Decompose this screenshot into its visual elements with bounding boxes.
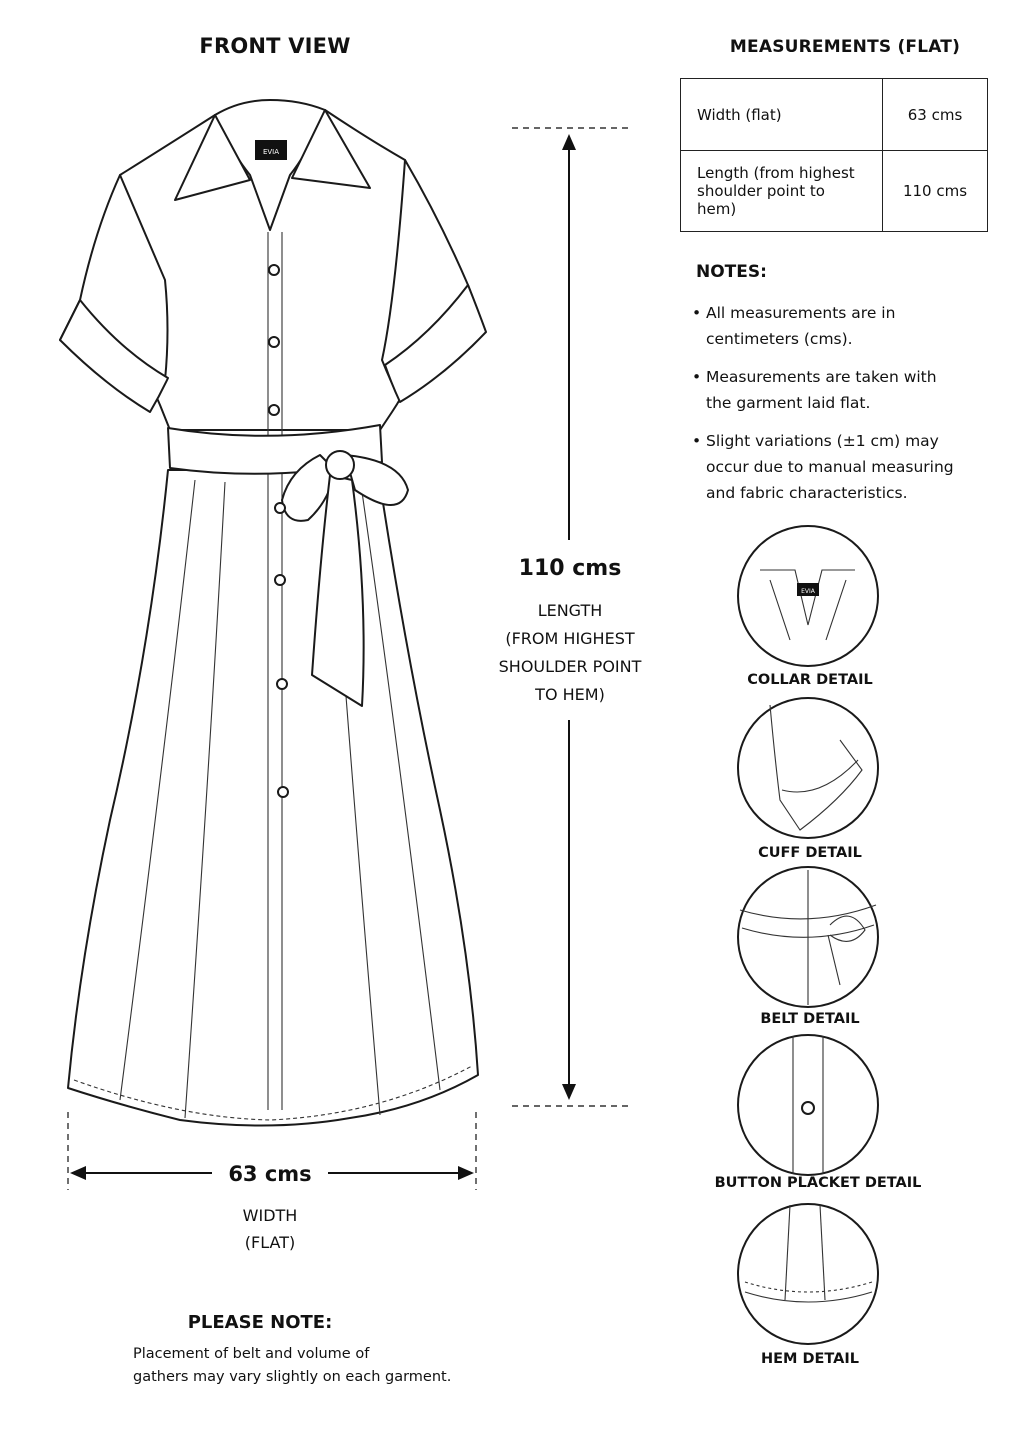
notes-title: NOTES: [696, 262, 767, 282]
table-row: Length (from highest shoulder point to h… [680, 150, 988, 232]
collar-detail-circle: EVIA [737, 525, 879, 667]
note-text: and fabric characteristics. [706, 484, 908, 502]
note-text: centimeters (cms). [706, 330, 853, 348]
width-dimension-lines [67, 1112, 477, 1190]
left-cuff [59, 299, 169, 413]
cuff-detail-label: CUFF DETAIL [758, 845, 862, 861]
list-item: All measurements are in centimeters (cms… [692, 300, 982, 352]
dress-flat-sketch: EVIA [59, 99, 487, 1127]
bow-knot [325, 450, 355, 480]
note-text: the garment laid flat. [706, 394, 871, 412]
please-note-title: PLEASE NOTE: [187, 1312, 333, 1333]
length-caption: (FROM HIGHEST [505, 629, 635, 648]
length-label-line1: Length (from highest [697, 164, 855, 182]
front-view-title: FRONT VIEW [199, 34, 351, 58]
length-caption: SHOULDER POINT [498, 657, 642, 676]
length-value: 110 cms [882, 150, 988, 232]
belt-bow-loop-right [344, 454, 409, 506]
measurements-title: MEASUREMENTS (FLAT) [729, 37, 961, 57]
svg-text:EVIA: EVIA [263, 148, 279, 156]
list-item: Slight variations (±1 cm) may occur due … [692, 428, 982, 506]
measurements-table: Width (flat) 63 cms Length (from highest… [680, 78, 988, 232]
button-placket-detail-circle [737, 1034, 879, 1176]
belt-detail-label: BELT DETAIL [760, 1011, 860, 1027]
button-placket-detail-label: BUTTON PLACKET DETAIL [714, 1175, 922, 1191]
dress-skirt [67, 469, 479, 1127]
note-text: occur due to manual measuring [706, 458, 954, 476]
note-text: All measurements are in [706, 304, 896, 322]
length-label: Length (from highest shoulder point to h… [680, 150, 883, 232]
right-cuff [384, 284, 487, 403]
notes-list: All measurements are in centimeters (cms… [692, 300, 982, 518]
belt-tail [311, 474, 365, 707]
belt-detail-circle [737, 866, 879, 1008]
hem-detail-circle [737, 1203, 879, 1345]
width-caption: (FLAT) [244, 1233, 296, 1252]
width-value: 63 cms [882, 78, 988, 151]
length-dimension-lines [512, 127, 628, 1107]
length-caption: TO HEM) [535, 685, 605, 704]
note-text: Measurements are taken with [706, 368, 937, 386]
length-value-label: 110 cms [518, 556, 622, 581]
hem-detail-label: HEM DETAIL [760, 1351, 860, 1367]
table-row: Width (flat) 63 cms [680, 78, 988, 151]
note-text: Slight variations (±1 cm) may [706, 432, 939, 450]
dress-buttons [268, 264, 289, 798]
length-label-line2: shoulder point to hem) [697, 182, 825, 218]
collar-detail-label: COLLAR DETAIL [747, 672, 873, 688]
length-caption: LENGTH [537, 601, 603, 620]
please-note-text: Placement of belt and volume of [133, 1346, 370, 1362]
list-item: Measurements are taken with the garment … [692, 364, 982, 416]
width-value-label: 63 cms [228, 1162, 312, 1186]
please-note-text: gathers may vary slightly on each garmen… [133, 1369, 452, 1385]
width-label: Width (flat) [680, 78, 883, 151]
width-caption: WIDTH [242, 1206, 298, 1225]
svg-text:EVIA: EVIA [801, 588, 816, 595]
cuff-detail-circle [737, 697, 879, 839]
brand-label [255, 140, 287, 160]
